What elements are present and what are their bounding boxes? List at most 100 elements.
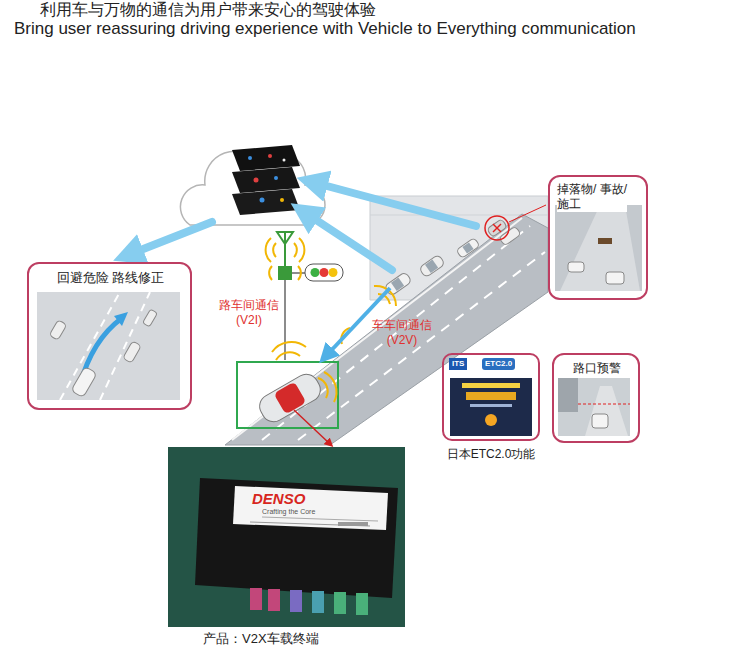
avoid-scene-part xyxy=(123,341,142,363)
product-photo-part xyxy=(262,517,378,521)
product-photo-part xyxy=(250,588,262,610)
roadside-unit-part xyxy=(292,272,305,274)
roadside-unit-part xyxy=(284,280,286,360)
cloud-part xyxy=(248,156,252,160)
radio-waves-part xyxy=(266,238,271,262)
cloud-part xyxy=(232,189,300,215)
debris-scene xyxy=(555,205,642,291)
cloud-links xyxy=(128,182,476,270)
roadside-unit-part xyxy=(277,232,293,244)
road-cars-part xyxy=(493,224,501,232)
avoid-scene xyxy=(37,292,180,400)
product-photo-part xyxy=(338,522,368,526)
product-photo-part xyxy=(356,593,368,615)
etc-screen xyxy=(450,378,532,436)
node-text: ITS xyxy=(449,358,467,370)
cloud-links-part xyxy=(128,222,212,255)
etc-screen-part xyxy=(470,404,512,407)
label-text: 路车间通信 (V2I) xyxy=(218,298,280,328)
avoid-scene-part-part xyxy=(71,366,97,397)
road-cars xyxy=(384,205,546,296)
own-car-part-part xyxy=(274,382,307,415)
highway-part xyxy=(298,252,545,440)
product-photo-part xyxy=(195,478,398,598)
junction-scene-part xyxy=(592,414,608,428)
road-cars-part xyxy=(509,205,546,222)
node-text: 日本ETC2.0功能 xyxy=(440,447,542,462)
own-car xyxy=(237,362,338,428)
cloud-links-part xyxy=(312,182,476,226)
product-photo-part xyxy=(312,591,324,613)
node-box: 掉落物/ 事故/施工 xyxy=(548,175,648,300)
leader-line-part xyxy=(294,410,330,444)
radio-waves-part xyxy=(298,266,301,280)
junction-scene-part xyxy=(585,386,628,436)
avoid-scene-part xyxy=(100,292,150,400)
road-cars-part-part xyxy=(425,260,438,273)
debris-scene-part xyxy=(555,205,642,291)
roadside-unit-part xyxy=(311,268,320,277)
debris-scene-part xyxy=(606,272,624,284)
road-cars-part-part xyxy=(462,242,473,253)
etc-screen-part xyxy=(462,383,520,388)
cloud-links-part xyxy=(304,212,392,270)
product-photo-part xyxy=(334,592,346,614)
road-cars-part-part xyxy=(487,219,507,238)
avoid-scene-part-part xyxy=(123,341,142,363)
avoid-scene-part xyxy=(71,366,97,397)
avoid-scene-part xyxy=(143,309,158,327)
junction-scene-part xyxy=(558,378,578,412)
avoid-scene-part xyxy=(37,292,180,400)
road-cars-part xyxy=(485,216,509,240)
cloud-part xyxy=(268,154,272,158)
own-car-part xyxy=(237,362,338,428)
avoid-scene-part-part xyxy=(49,320,67,341)
product-photo-part xyxy=(168,447,405,627)
cloud-part xyxy=(232,145,300,171)
radio-waves-part xyxy=(299,238,304,262)
cloud-part xyxy=(274,176,278,180)
cloud-part xyxy=(283,159,286,162)
road-cars-part-part xyxy=(391,278,404,291)
node-box: 回避危险 路线修正 xyxy=(27,262,192,410)
label-text: Crafting the Core xyxy=(262,508,315,517)
caption-text: 产品：V2X车载终端 xyxy=(203,631,319,647)
radio-waves-part xyxy=(318,378,328,398)
debris-scene-part xyxy=(568,262,584,272)
node-text: ETC2.0 xyxy=(482,358,515,370)
road-cars-part xyxy=(487,219,507,238)
roadside-unit-part xyxy=(329,268,338,277)
node-text: 掉落物/ 事故/施工 xyxy=(557,182,627,212)
node-text: 路口预警 xyxy=(557,361,636,376)
product-photo-part xyxy=(290,590,302,612)
roadside-unit-part xyxy=(284,232,286,266)
etc-screen-part xyxy=(466,392,516,400)
highway-part xyxy=(232,218,522,440)
radio-waves-part xyxy=(272,342,306,352)
label-text: DENSO xyxy=(252,490,305,509)
product-photo-part xyxy=(250,522,370,526)
highway-part xyxy=(225,214,548,445)
debris-scene-part xyxy=(598,238,612,244)
node-box: 路口预警 xyxy=(552,353,640,443)
radio-waves-part xyxy=(276,352,300,360)
cloud-part xyxy=(260,198,265,203)
cloud-part xyxy=(254,178,259,183)
own-car-part xyxy=(255,370,324,426)
product-photo-part xyxy=(233,486,388,530)
own-car-part-part xyxy=(255,370,324,426)
avoid-scene-part xyxy=(114,312,128,326)
road-cars-part xyxy=(493,224,501,232)
title-text: 利用车与万物的通信为用户带来安心的驾驶体验 xyxy=(40,0,376,20)
leader-line xyxy=(294,410,330,444)
roadside-unit xyxy=(277,232,343,360)
junction-scene-part xyxy=(578,404,630,405)
cloud-part xyxy=(280,198,284,202)
etc-screen-part xyxy=(450,378,532,436)
etc-screen-part xyxy=(485,414,497,426)
road-cars-part xyxy=(419,254,446,278)
road-cars-part xyxy=(456,238,480,259)
highway xyxy=(225,214,548,445)
node-text: 回避危险 路线修正 xyxy=(33,270,188,286)
